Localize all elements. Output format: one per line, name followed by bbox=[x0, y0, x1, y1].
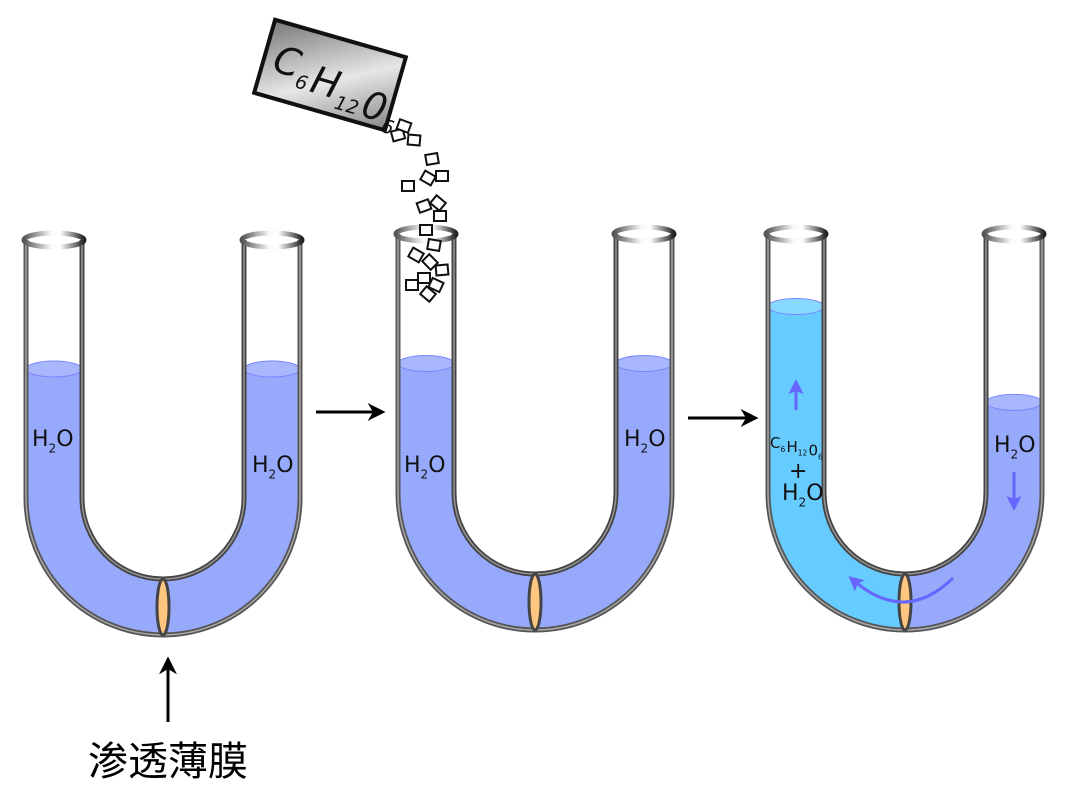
label-left-formula: C6H1206 bbox=[770, 434, 823, 461]
fluid-surface-left bbox=[767, 298, 825, 316]
sugar-cube bbox=[435, 170, 449, 182]
formula-subscript: 6 bbox=[818, 452, 823, 461]
sugar-cube bbox=[405, 279, 419, 291]
fluid-surface-left bbox=[25, 360, 83, 378]
fluid-left bbox=[26, 369, 163, 635]
tube-rim-left bbox=[21, 230, 87, 250]
osmosis-flow-arrow-icon bbox=[848, 576, 955, 604]
membrane-caption: 渗透薄膜 bbox=[88, 739, 248, 785]
u-tube-initial: H2O H2O bbox=[21, 230, 305, 638]
formula-element: H bbox=[786, 438, 797, 456]
sugar-cube bbox=[426, 237, 442, 253]
label-right-water: H2O bbox=[624, 427, 666, 456]
sugar-cube bbox=[418, 169, 438, 187]
fluid-surface-right bbox=[243, 360, 301, 378]
osmotic-membrane bbox=[155, 577, 171, 637]
label-left-water: H2O bbox=[404, 453, 446, 482]
fluid-surface-right bbox=[985, 393, 1043, 411]
sugar-cube bbox=[418, 284, 438, 304]
sugar-cube bbox=[419, 224, 433, 236]
u-tube-sugar-added: H2O H2O bbox=[393, 224, 677, 633]
fluid-surface-right bbox=[615, 355, 673, 372]
formula-subscript: 12 bbox=[798, 449, 808, 458]
fluid-surface-left bbox=[397, 355, 455, 372]
sugar-box: C6H1206 bbox=[251, 17, 409, 140]
sugar-cube bbox=[395, 117, 413, 135]
sugar-cube bbox=[417, 272, 431, 284]
sugar-cube bbox=[415, 197, 433, 215]
tube-rim-right bbox=[611, 224, 677, 244]
sugar-cube bbox=[428, 193, 448, 213]
sugar-cube bbox=[427, 276, 445, 294]
sugar-cube bbox=[401, 180, 415, 192]
formula-element: C bbox=[770, 434, 780, 452]
osmotic-membrane bbox=[527, 572, 543, 632]
formula-element: 0 bbox=[808, 442, 818, 460]
fluid-right bbox=[905, 402, 1042, 630]
sugar-cube bbox=[434, 263, 450, 277]
sugar-cube bbox=[420, 252, 440, 272]
sugar-cube bbox=[406, 246, 426, 264]
sugar-cube bbox=[389, 127, 407, 143]
fluid-right bbox=[535, 363, 672, 630]
formula-subscript: 6 bbox=[780, 445, 785, 454]
label-right-water: H2O bbox=[252, 453, 294, 482]
sugar-cube bbox=[433, 210, 447, 222]
sugar-cube bbox=[424, 151, 440, 167]
tube-inner-wall bbox=[821, 234, 989, 577]
fluid-right bbox=[163, 369, 300, 635]
sugar-box-formula: C6H1206 bbox=[262, 37, 409, 140]
sugar-cube bbox=[406, 133, 422, 147]
label-left-plus: + bbox=[789, 459, 807, 484]
tube-inner-wall bbox=[451, 234, 619, 577]
label-left-water: H2O bbox=[782, 481, 824, 510]
tube-rim-right bbox=[981, 224, 1047, 244]
fluid-left bbox=[398, 363, 535, 630]
tube-inner-wall bbox=[79, 240, 247, 582]
tube-rim-left bbox=[763, 224, 829, 244]
label-left-water: H2O bbox=[32, 427, 74, 456]
tube-rim-right bbox=[239, 230, 305, 250]
formula-subscript: 6 bbox=[292, 71, 310, 95]
sugar-cubes bbox=[389, 117, 450, 304]
label-right-water: H2O bbox=[994, 433, 1036, 462]
